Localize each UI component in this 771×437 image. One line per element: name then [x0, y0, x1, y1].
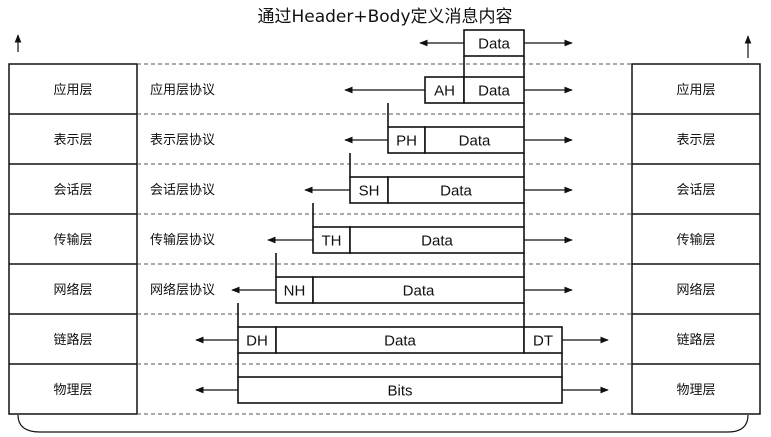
header-text: NH — [284, 283, 306, 300]
diagram-title: 通过Header+Body定义消息内容 — [257, 7, 512, 27]
payload-text: Data — [421, 233, 453, 250]
payload-text: Data — [459, 133, 491, 150]
right-layer-label: 链路层 — [676, 332, 715, 348]
layer-divider-lines — [137, 63, 632, 415]
trailer-text: DT — [533, 333, 553, 350]
bits-text: Bits — [387, 383, 412, 400]
payload-box — [463, 76, 525, 104]
left-stack-border — [8, 63, 138, 415]
protocol-label: 网络层协议 — [150, 282, 215, 298]
protocol-label: 应用层协议 — [150, 82, 215, 98]
right-layer-label: 应用层 — [676, 82, 715, 98]
right-layer-label: 表示层 — [676, 133, 715, 148]
right-layer-label: 会话层 — [676, 183, 715, 198]
header-box — [387, 126, 426, 154]
left-layer-label: 会话层 — [53, 183, 92, 198]
payload-box — [424, 126, 525, 154]
header-box — [275, 276, 314, 304]
header-text: PH — [396, 133, 417, 150]
header-box — [349, 176, 389, 204]
payload-box — [349, 226, 525, 254]
protocol-label: 表示层协议 — [150, 133, 215, 148]
left-layer-label: 物理层 — [53, 383, 92, 398]
horizontal-arrows — [195, 39, 609, 394]
bits-box — [237, 376, 563, 404]
payload-text: Data — [403, 283, 435, 300]
payload-box — [312, 276, 525, 304]
flow-bottom-curve — [17, 414, 749, 433]
right-layer-label: 传输层 — [676, 232, 715, 248]
payload-text: Data — [478, 83, 510, 100]
header-box — [312, 226, 351, 254]
protocol-label: 会话层协议 — [150, 183, 215, 198]
right-layer-label: 物理层 — [676, 383, 715, 398]
header-text: AH — [434, 83, 455, 100]
left-layer-label: 应用层 — [53, 82, 92, 98]
trailer-box — [523, 326, 563, 354]
header-text: SH — [359, 183, 380, 200]
right-stack-border — [631, 63, 761, 415]
payload-text: Data — [384, 333, 416, 350]
payload-box — [275, 326, 525, 354]
top-data-box — [463, 29, 525, 57]
header-text: DH — [246, 333, 268, 350]
left-layer-label: 网络层 — [53, 282, 92, 298]
top-data-text: Data — [478, 36, 510, 53]
header-text: TH — [322, 233, 342, 250]
left-layer-label: 表示层 — [53, 133, 92, 148]
protocol-label: 传输层协议 — [150, 232, 215, 248]
payload-text: Data — [440, 183, 472, 200]
left-layer-label: 链路层 — [53, 332, 92, 348]
left-layer-label: 传输层 — [53, 232, 92, 248]
right-layer-label: 网络层 — [676, 282, 715, 298]
